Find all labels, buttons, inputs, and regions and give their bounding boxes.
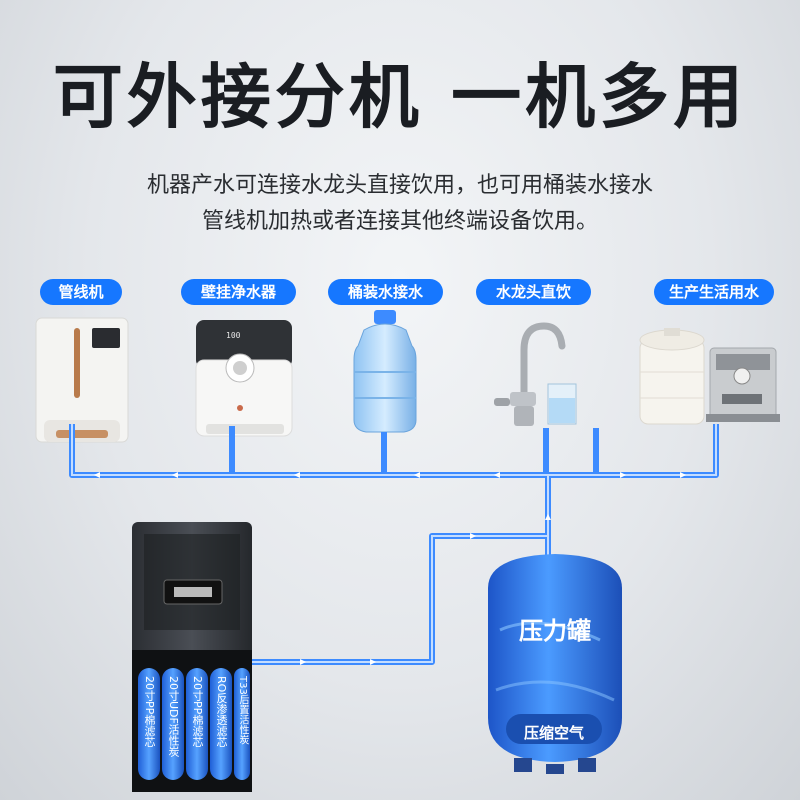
filter-label-3: 20寸PP棉滤芯: [191, 676, 204, 748]
flow-arrows: [94, 472, 686, 665]
pressure-tank-icon: [488, 554, 622, 774]
device-label-faucet: 水龙头直饮: [476, 279, 591, 305]
subtitle: 机器产水可连接水龙头直接饮用，也可用桶装水接水 管线机加热或者连接其他终端设备饮…: [0, 168, 800, 240]
subtitle-line-2: 管线机加热或者连接其他终端设备饮用。: [201, 209, 598, 234]
filter-label-2: 20寸UDF活性炭: [167, 676, 180, 757]
wall-purifier-icon: [195, 320, 293, 437]
wall-purifier-screen: 100: [226, 331, 241, 340]
filter-label-1: 20寸PP棉滤芯: [143, 676, 156, 748]
device-label-pipeline-dispenser: 管线机: [40, 279, 122, 305]
subtitle-line-1: 机器产水可连接水龙头直接饮用，也可用桶装水接水: [146, 173, 653, 198]
device-label-tank-coffee: 生产生活用水: [654, 279, 774, 305]
compressed-air-label: 压缩空气: [523, 724, 584, 742]
filter-label-5: T33后置活性炭: [237, 676, 248, 745]
filter-cartridges: [138, 668, 250, 780]
faucet-icon: [494, 322, 577, 426]
filter-label-4: RO反渗透滤芯: [215, 676, 228, 748]
water-jug-icon: [353, 310, 417, 433]
pressure-tank-label: 压力罐: [519, 617, 591, 645]
device-label-water-jug: 桶装水接水: [328, 279, 443, 305]
pipeline-dispenser-icon: [35, 317, 129, 443]
tank-and-coffee-machine-icon: [639, 328, 780, 425]
page-title: 可外接分机 一机多用: [52, 56, 748, 138]
device-label-wall-purifier: 壁挂净水器: [181, 279, 296, 305]
